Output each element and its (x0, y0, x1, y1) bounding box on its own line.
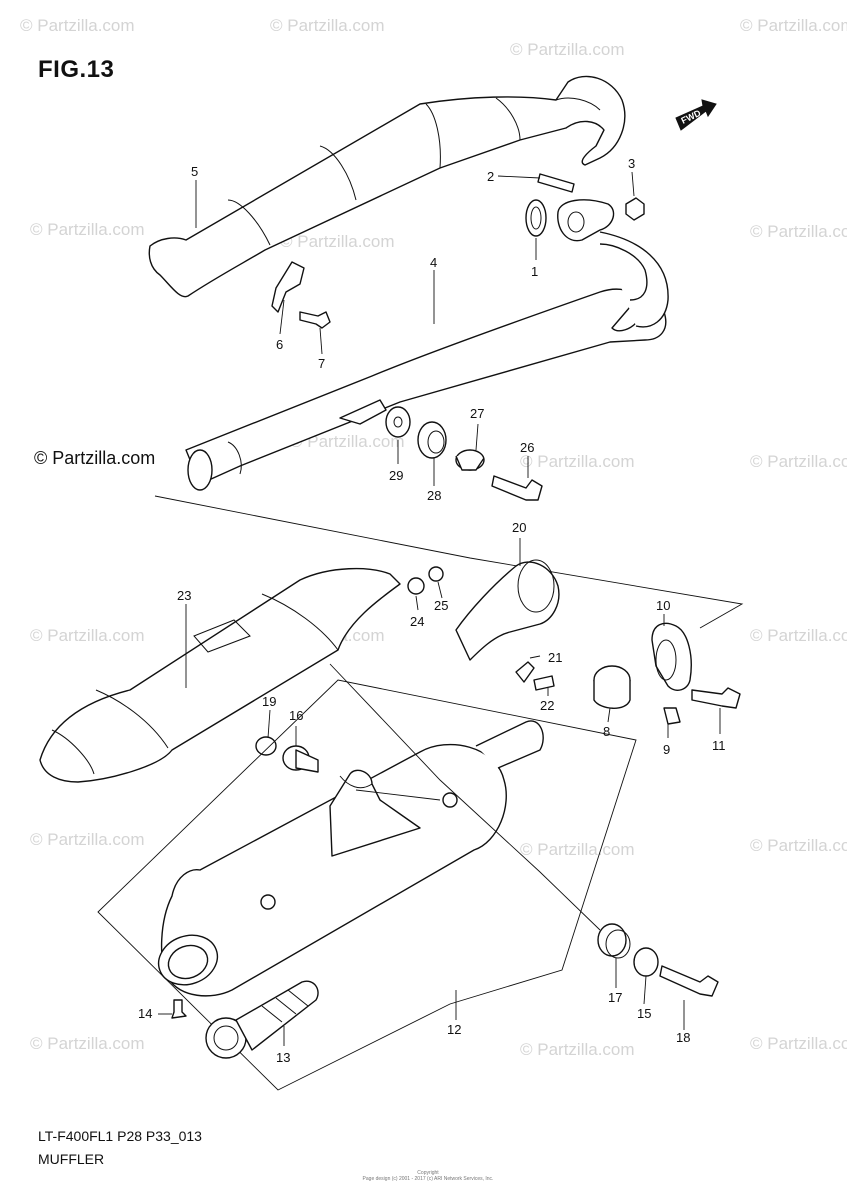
watermark: © Partzilla.com (750, 222, 847, 241)
clamp-bolt-9 (663, 707, 681, 725)
fwd-arrow-icon: FWD (675, 99, 717, 131)
callout-20: 20 (512, 520, 526, 535)
footer-line-1: Copyright (417, 1170, 439, 1176)
tail-cover-screw (533, 675, 555, 691)
spark-arrester (205, 980, 319, 1059)
muffler-collar (282, 745, 319, 773)
watermark: © Partzilla.com (750, 452, 847, 471)
cover-screw (428, 566, 444, 582)
shield-bracket (271, 261, 305, 313)
watermark: © Partzilla.com (280, 232, 395, 251)
rear-cushion (597, 923, 631, 959)
front-heat-shield (148, 75, 626, 298)
mount-washer (385, 406, 411, 438)
watermark: © Partzilla.com (30, 626, 145, 645)
callout-28: 28 (427, 488, 441, 503)
exhaust-gasket (525, 199, 547, 237)
watermark: © Partzilla.com (20, 16, 135, 35)
rear-bolt (659, 965, 719, 997)
assembly-guide-line (355, 789, 441, 801)
callout-13: 13 (276, 1050, 290, 1065)
callout-24: 24 (410, 614, 424, 629)
muffler-clamp (651, 622, 692, 691)
exhaust-pipe (185, 231, 669, 491)
figure-name: MUFFLER (38, 1151, 105, 1167)
callout-25: 25 (434, 598, 448, 613)
muffler-seal (593, 665, 631, 709)
callout-17: 17 (608, 990, 622, 1005)
watermark: © Partzilla.com (750, 836, 847, 855)
callout-8: 8 (603, 724, 610, 739)
watermark: © Partzilla.com (520, 1040, 635, 1059)
callout-2: 2 (487, 169, 494, 184)
muffler-cover (39, 567, 401, 783)
muffler-body (157, 720, 544, 997)
callout-18: 18 (676, 1030, 690, 1045)
callout-22: 22 (540, 698, 554, 713)
exhaust-flange (557, 199, 615, 242)
watermark: © Partzilla.com (520, 452, 635, 471)
muffler-assembly-frame (97, 679, 637, 1091)
callout-23: 23 (177, 588, 191, 603)
callout-3: 3 (628, 156, 635, 171)
watermark: © Partzilla.com (510, 40, 625, 59)
clamp-bolt-11 (691, 687, 741, 709)
callout-29: 29 (389, 468, 403, 483)
exhaust-stud-bolt (537, 173, 575, 193)
rear-washer (633, 947, 659, 977)
figure-title: FIG.13 (38, 56, 115, 83)
assembly-guide-line (154, 495, 744, 629)
muffler-nut (255, 736, 277, 756)
drain-bolt (171, 999, 187, 1019)
callout-26: 26 (520, 440, 534, 455)
callout-19: 19 (262, 694, 276, 709)
watermark: © Partzilla.com (270, 16, 385, 35)
callout-12: 12 (447, 1022, 461, 1037)
tail-cover-bracket (515, 661, 535, 683)
callout-21: 21 (548, 650, 562, 665)
footer-line-2: Page design (c) 2001 - 2017 (c) ARI Netw… (362, 1176, 494, 1182)
mount-cushion (417, 421, 447, 459)
callout-11: 11 (712, 738, 726, 753)
callout-7: 7 (318, 356, 325, 371)
cover-washer (407, 577, 425, 595)
assembly-guide-line (329, 663, 601, 931)
callout-15: 15 (637, 1006, 651, 1021)
watermark: © Partzilla.com (30, 1034, 145, 1053)
mount-collar (455, 449, 485, 471)
callout-14: 14 (138, 1006, 152, 1021)
watermark: © Partzilla.com (520, 840, 635, 859)
callout-9: 9 (663, 742, 670, 757)
exhaust-nut (625, 197, 645, 221)
callout-10: 10 (656, 598, 670, 613)
callout-6: 6 (276, 337, 283, 352)
footer-copyright: Copyright Page design (c) 2001 - 2017 (c… (358, 1170, 498, 1182)
bracket-bolt (299, 311, 331, 329)
copyright-notice: © Partzilla.com (34, 448, 156, 468)
mount-bolt (491, 475, 543, 501)
watermark: © Partzilla.com (740, 16, 847, 35)
watermark: © Partzilla.com (750, 1034, 847, 1053)
watermark: © Partzilla.com (30, 220, 145, 239)
watermark: © Partzilla.com (30, 830, 145, 849)
callout-5: 5 (191, 164, 198, 179)
callout-16: 16 (289, 708, 303, 723)
tail-cover (455, 559, 560, 661)
callout-1: 1 (531, 264, 538, 279)
model-code: LT-F400FL1 P28 P33_013 (38, 1128, 202, 1144)
callout-4: 4 (430, 255, 437, 270)
callout-27: 27 (470, 406, 484, 421)
watermark: © Partzilla.com (750, 626, 847, 645)
watermark: © Partzilla.com (290, 432, 405, 451)
